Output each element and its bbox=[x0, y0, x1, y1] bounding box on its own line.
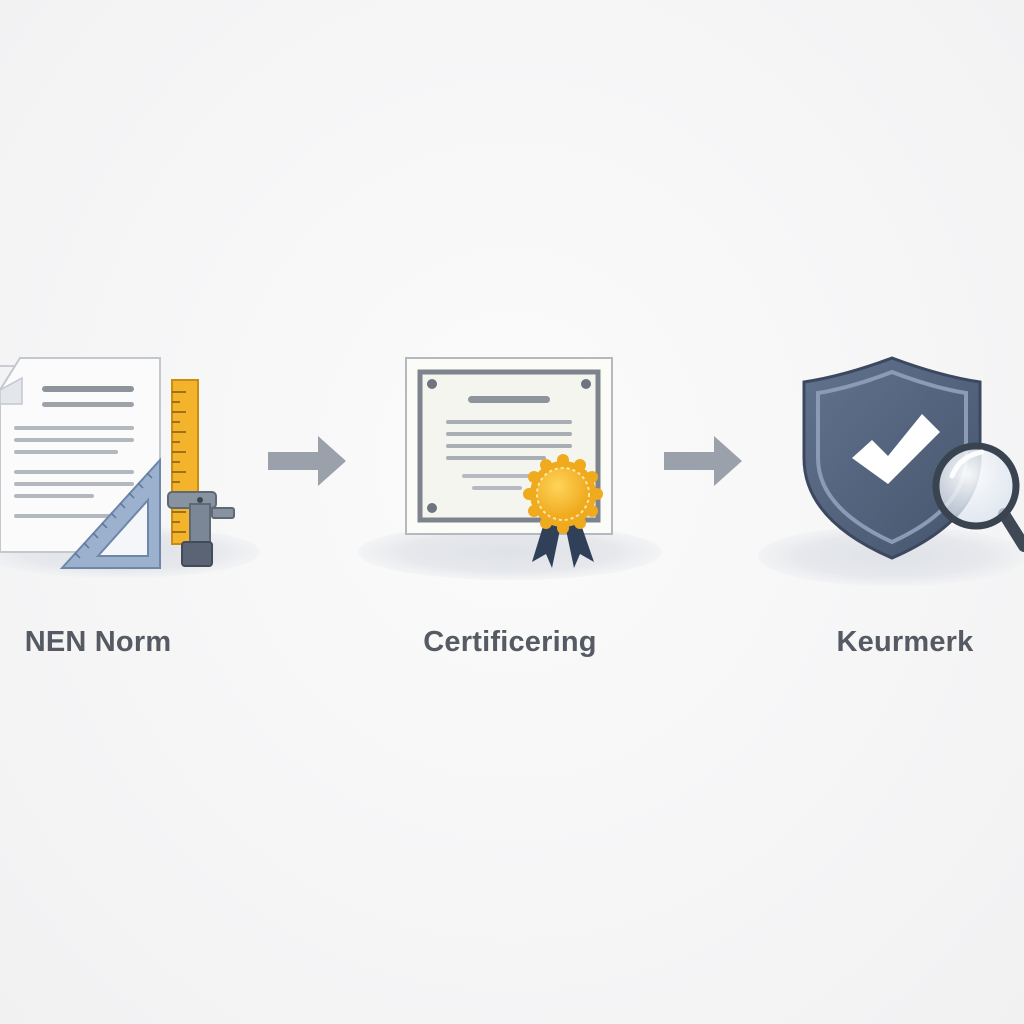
award-seal-icon bbox=[523, 454, 603, 568]
certificate-text-line bbox=[446, 420, 572, 424]
certificate-text-line bbox=[446, 432, 572, 436]
certificate-title-line bbox=[468, 396, 550, 403]
document-text-line bbox=[42, 402, 134, 407]
step-label-keurmerk: Keurmerk bbox=[836, 626, 974, 658]
step-2-icon-certificate bbox=[358, 357, 662, 580]
step-2-platform bbox=[358, 524, 662, 580]
certificate-text-line bbox=[446, 456, 546, 460]
arrow-right-icon bbox=[664, 436, 742, 486]
document-text-line bbox=[14, 438, 134, 442]
document-fold bbox=[0, 376, 23, 405]
document-text-line bbox=[14, 426, 134, 430]
document-text-line bbox=[14, 514, 124, 518]
step-3-icon-shield-check bbox=[758, 356, 1024, 586]
checkmark-icon bbox=[852, 414, 940, 484]
document-text-line bbox=[14, 494, 94, 498]
set-square-icon bbox=[59, 457, 161, 569]
certificate-text-line bbox=[446, 444, 572, 448]
step-label-nen-norm: NEN Norm bbox=[24, 626, 172, 658]
document-text-line bbox=[14, 470, 134, 474]
caliper-icon bbox=[167, 491, 235, 567]
step-1-icon-document-ruler bbox=[0, 357, 260, 578]
certificate-text-line bbox=[472, 486, 522, 490]
step-label-certificering: Certificering bbox=[423, 626, 597, 658]
arrow-right-icon bbox=[268, 436, 346, 486]
magnifying-glass-icon bbox=[932, 442, 1024, 552]
certificate-text-line bbox=[462, 474, 532, 478]
document-text-line bbox=[42, 386, 134, 392]
document-text-line bbox=[14, 482, 134, 486]
document-text-line bbox=[14, 450, 118, 454]
